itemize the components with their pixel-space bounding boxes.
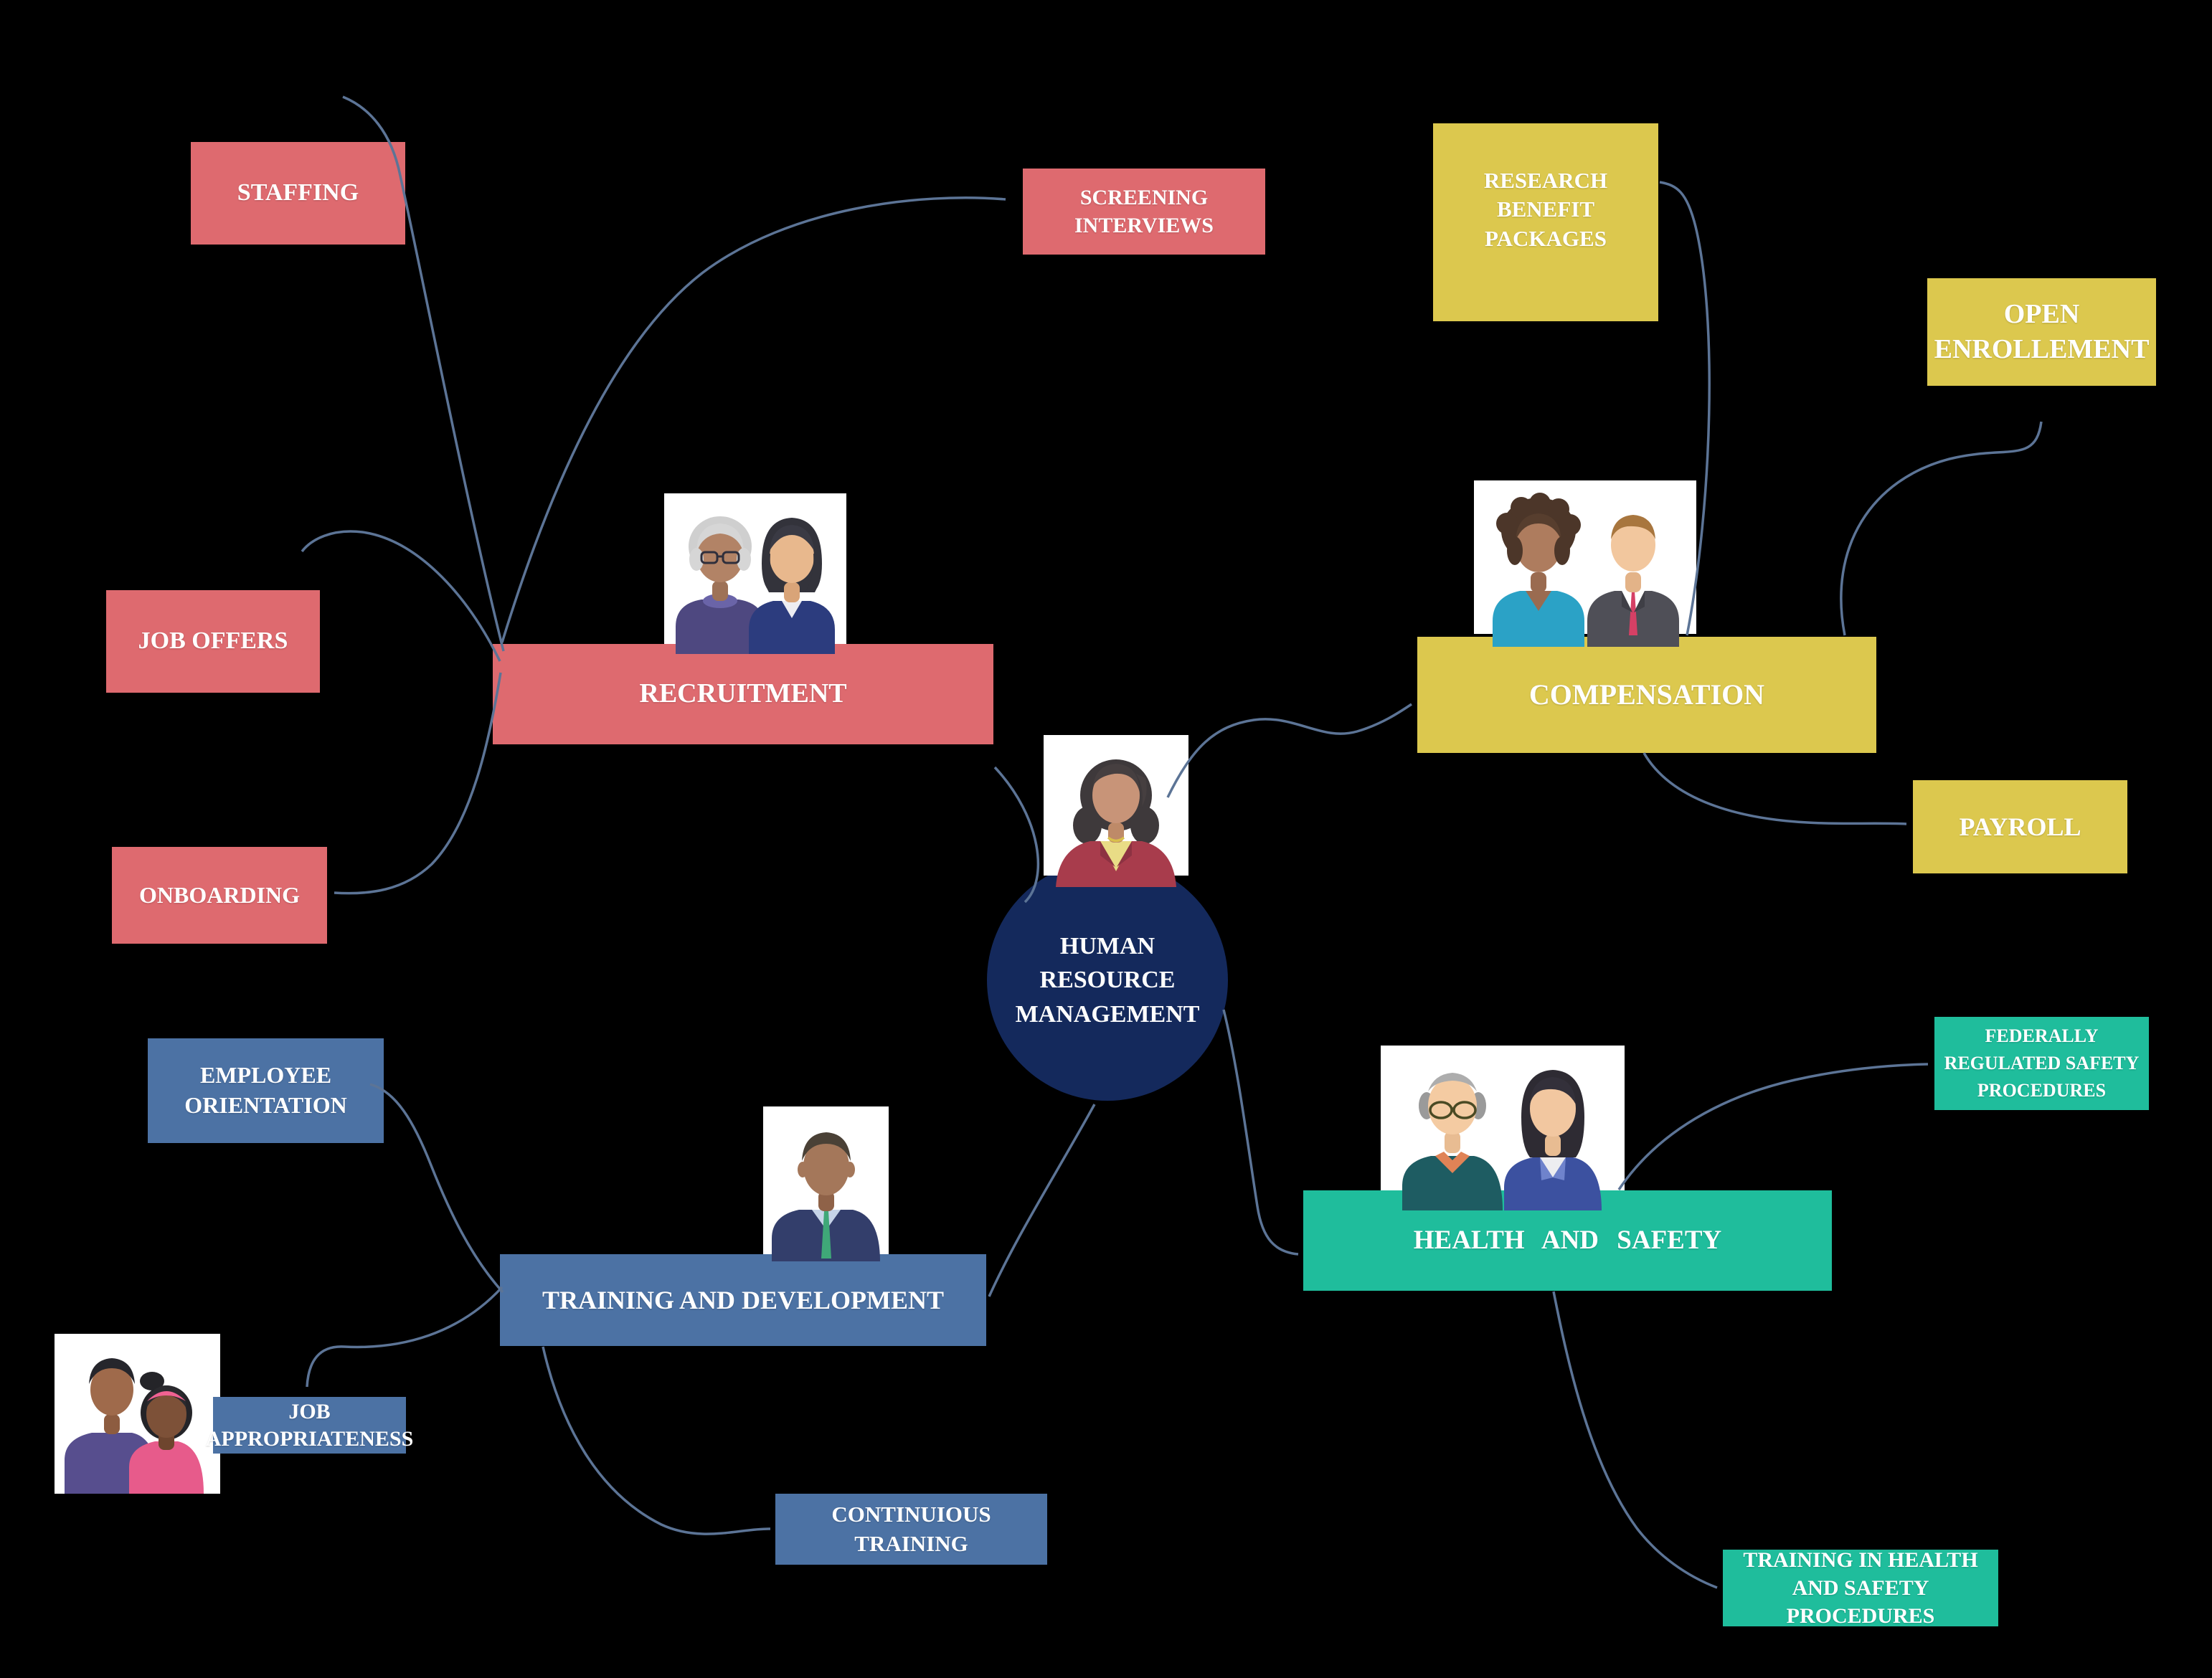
node-job-appropriateness-label: JOB APPROPRIATENESS — [205, 1400, 414, 1451]
older-man-and-woman-icon — [1381, 1046, 1625, 1210]
node-federally-regulated-safety-procedures[interactable]: FEDERALLY REGULATED SAFETY PROCEDURES — [1934, 1017, 2149, 1110]
job-appropriateness-people-image — [55, 1334, 220, 1494]
node-onboarding[interactable]: ONBOARDING — [112, 847, 327, 944]
node-employee-orientation-label: EMPLOYEE ORIENTATION — [184, 1062, 347, 1118]
man-and-girl-icon — [55, 1334, 220, 1494]
businessman-green-tie-icon — [763, 1106, 889, 1261]
node-job-appropriateness[interactable]: JOB APPROPRIATENESS — [206, 1397, 413, 1454]
businesswoman-red-jacket-icon — [1044, 735, 1188, 887]
connector-hrm-to-training-and-development — [988, 1104, 1096, 1297]
node-research-benefit-packages[interactable]: RESEARCH BENEFIT PACKAGES — [1433, 123, 1658, 321]
node-training-and-development-label: TRAINING AND DEVELOPMENT — [542, 1285, 945, 1314]
node-continuious-training-label: CONTINUIOUS TRAINING — [831, 1502, 991, 1556]
node-screening-interviews-label: SCREENING INTERVIEWS — [1074, 186, 1214, 237]
node-open-enrollement-label: OPEN ENROLLEMENT — [1934, 298, 2150, 364]
health-safety-people-image — [1381, 1046, 1625, 1210]
node-human-resource-management-label: HUMAN RESOURCE MANAGEMENT — [1015, 932, 1200, 1028]
node-job-offers[interactable]: JOB OFFERS — [106, 590, 320, 693]
connector-hrm-to-health-and-safety — [1222, 1009, 1299, 1256]
woman-and-businessman-icon — [1474, 480, 1696, 647]
two-businesswomen-icon — [664, 493, 846, 654]
connector-training-to-job-appropriateness — [306, 1286, 504, 1388]
node-training-in-health-and-safety-procedures-label: TRAINING IN HEALTH AND SAFETY PROCEDURES — [1743, 1548, 1978, 1628]
node-payroll-label: PAYROLL — [1959, 812, 2081, 841]
node-open-enrollement[interactable]: OPEN ENROLLEMENT — [1927, 278, 2156, 386]
node-federally-regulated-safety-procedures-label: FEDERALLY REGULATED SAFETY PROCEDURES — [1944, 1025, 2140, 1101]
node-research-benefit-packages-label: RESEARCH BENEFIT PACKAGES — [1483, 168, 1608, 251]
training-person-image — [763, 1106, 889, 1261]
node-continuious-training[interactable]: CONTINUIOUS TRAINING — [775, 1494, 1047, 1565]
hrm-person-image — [1034, 735, 1201, 887]
node-employee-orientation[interactable]: EMPLOYEE ORIENTATION — [148, 1038, 384, 1143]
recruitment-people-image — [664, 493, 846, 654]
node-compensation-label: COMPENSATION — [1528, 678, 1765, 711]
connector-recruitment-to-onboarding — [334, 672, 502, 895]
node-staffing-label: STAFFING — [237, 179, 359, 207]
node-training-in-health-and-safety-procedures[interactable]: TRAINING IN HEALTH AND SAFETY PROCEDURES — [1723, 1548, 1998, 1628]
connector-hrm-to-recruitment — [993, 766, 1040, 904]
node-human-resource-management[interactable]: HUMAN RESOURCE MANAGEMENT — [987, 860, 1228, 1101]
node-training-and-development[interactable]: TRAINING AND DEVELOPMENT — [500, 1254, 986, 1346]
connector-health-to-training-in-hs — [1552, 1291, 1718, 1589]
node-screening-interviews[interactable]: SCREENING INTERVIEWS — [1023, 169, 1265, 255]
connector-hrm-to-compensation — [1166, 703, 1412, 798]
compensation-people-image — [1474, 480, 1696, 647]
connector-training-to-employee-orientation — [369, 1083, 504, 1294]
node-payroll[interactable]: PAYROLL — [1913, 780, 2127, 873]
connector-compensation-to-open-enrollement — [1840, 421, 2043, 636]
node-onboarding-label: ONBOARDING — [138, 881, 300, 908]
node-recruitment[interactable]: RECRUITMENT — [493, 644, 993, 744]
node-health-and-safety-label: HEALTH AND SAFETY — [1413, 1225, 1722, 1255]
connector-compensation-to-payroll — [1643, 752, 1907, 825]
node-compensation[interactable]: COMPENSATION — [1417, 637, 1876, 753]
node-recruitment-label: RECRUITMENT — [639, 678, 847, 709]
node-job-offers-label: JOB OFFERS — [138, 627, 288, 655]
connector-training-to-continuious-training — [542, 1346, 771, 1535]
connector-health-to-federally-regulated — [1617, 1063, 1929, 1190]
node-staffing[interactable]: STAFFING — [191, 142, 405, 245]
connector-recruitment-to-job-offers — [301, 530, 501, 662]
